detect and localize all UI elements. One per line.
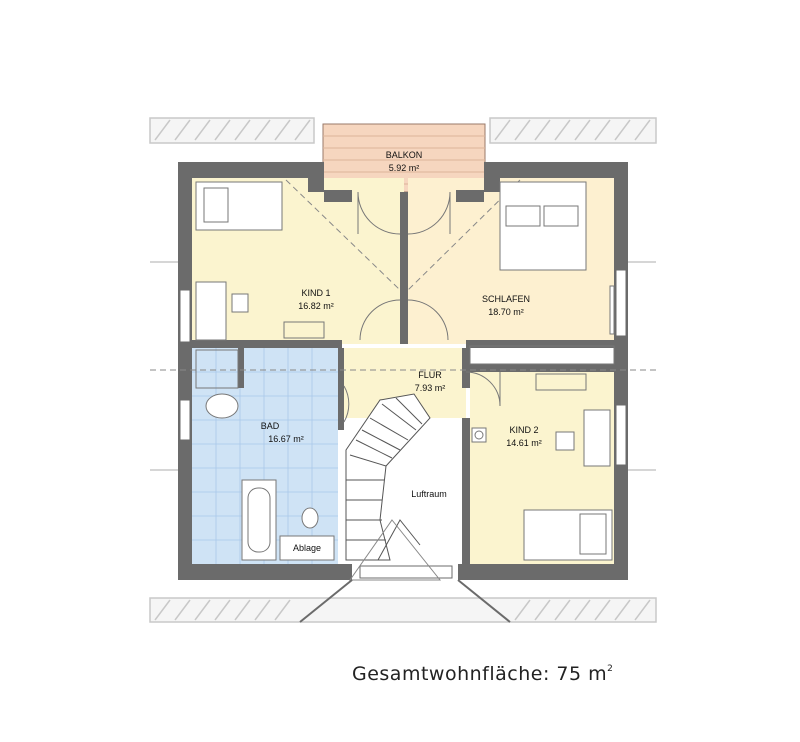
total-label: Gesamtwohnfläche:: [352, 663, 550, 685]
total-unit-exp: 2: [607, 664, 614, 674]
flur-name: FLUR: [418, 370, 442, 380]
total-value: 75: [556, 663, 582, 685]
kind1-name: KIND 1: [301, 288, 330, 298]
flur-area: 7.93 m²: [415, 383, 446, 393]
ablage-label: Ablage: [293, 543, 321, 553]
total-unit: m: [588, 663, 608, 685]
roof-outline: [149, 117, 657, 623]
balkon-area: 5.92 m²: [389, 163, 420, 173]
interior-walls: [192, 192, 614, 564]
bad-area: 16.67 m²: [268, 434, 304, 444]
schlafen-area: 18.70 m²: [488, 307, 524, 317]
outer-walls: [178, 162, 628, 580]
kind2-name: KIND 2: [509, 425, 538, 435]
balkon-name: BALKON: [386, 150, 423, 160]
staircase: [345, 393, 431, 561]
kind2-area: 14.61 m²: [506, 438, 542, 448]
total-living-area: Gesamtwohnfläche: 75 m2: [352, 663, 613, 685]
ablage-box: [279, 535, 335, 561]
kind1-area: 16.82 m²: [298, 301, 334, 311]
schlafen-name: SCHLAFEN: [482, 294, 530, 304]
furniture: [195, 181, 615, 561]
bad-name: BAD: [261, 421, 280, 431]
luftraum-label: Luftraum: [411, 489, 447, 499]
luftraum-area: [430, 418, 466, 564]
